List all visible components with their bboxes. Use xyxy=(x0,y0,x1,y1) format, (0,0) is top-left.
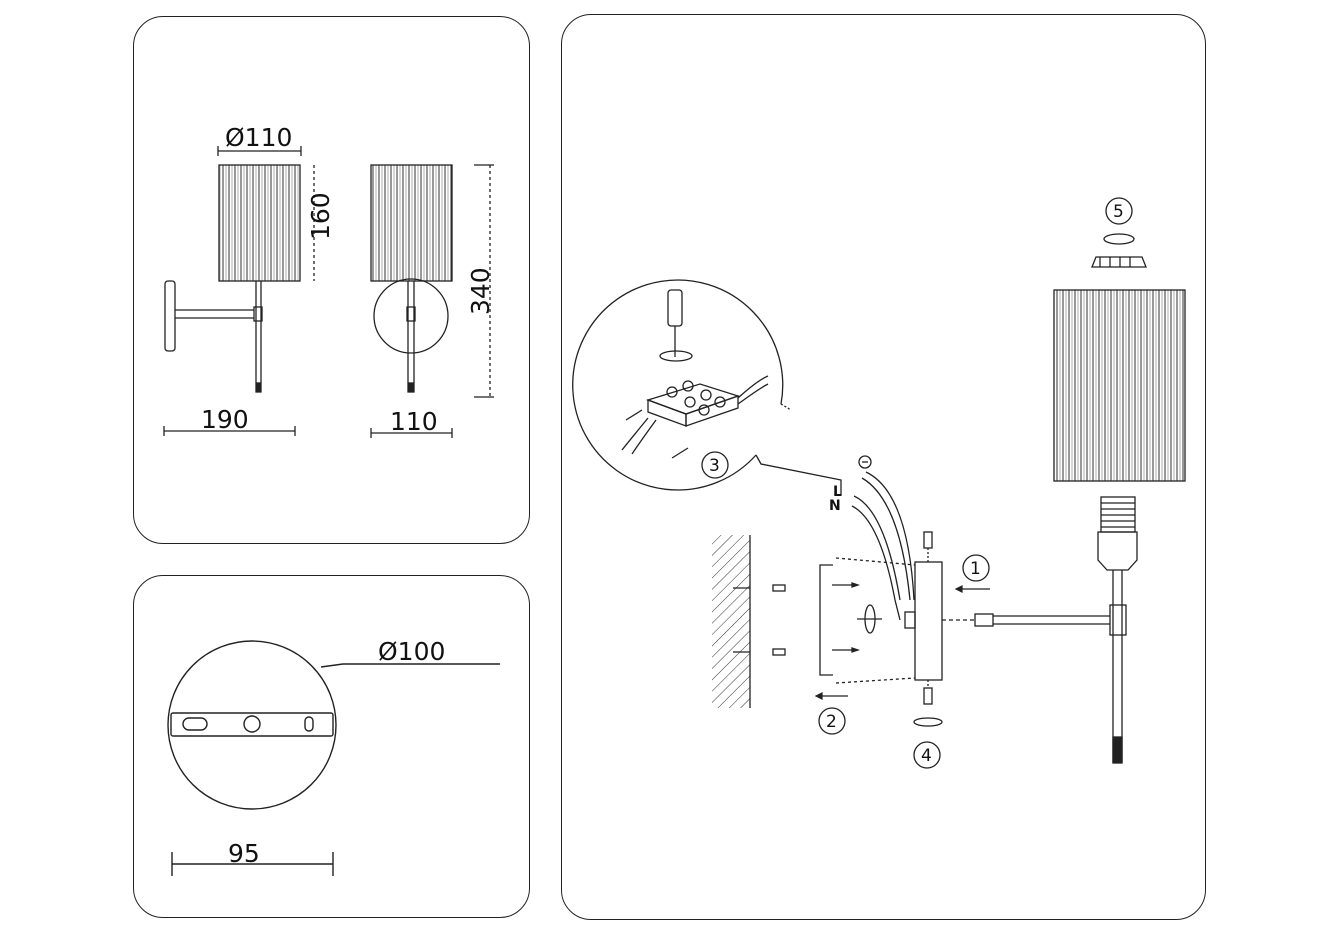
side-wall-plate xyxy=(164,280,176,352)
wiring xyxy=(851,455,915,621)
ground-icon xyxy=(858,455,872,469)
step-2-circle xyxy=(818,707,846,735)
step-4-circle xyxy=(913,741,941,769)
neutral-wire-label: N xyxy=(829,498,841,514)
side-shade xyxy=(218,164,301,282)
front-wall-plate xyxy=(373,278,449,354)
step-2-label: 2 xyxy=(826,712,837,732)
base-plate-panel xyxy=(133,575,530,918)
total-height-label: 340 xyxy=(466,267,495,315)
lamp-shade xyxy=(1053,289,1186,482)
mounting-bar xyxy=(170,712,334,737)
live-wire-label: L xyxy=(833,484,842,500)
step-1-circle xyxy=(962,554,990,582)
wall-hatch xyxy=(712,535,750,708)
step-3-label: 3 xyxy=(709,456,720,476)
hole-spacing-label: 95 xyxy=(228,839,260,868)
front-view xyxy=(370,164,494,438)
front-shade xyxy=(370,164,453,282)
mounting-bracket xyxy=(819,557,916,684)
lamp-body xyxy=(942,496,1138,764)
plate-diameter-label: Ø100 xyxy=(378,637,445,666)
slot-hole-right xyxy=(304,716,314,732)
step-2-arrow xyxy=(814,692,848,700)
rotate-arrow-icon xyxy=(659,350,693,362)
step-3-circle xyxy=(701,451,729,479)
wall-anchors xyxy=(733,584,786,656)
rotate-arrow-icon xyxy=(913,717,943,727)
side-view xyxy=(163,146,315,436)
wall-plate xyxy=(904,531,943,727)
base-plate-circle xyxy=(167,640,337,810)
projection-label: 190 xyxy=(201,405,249,434)
terminal-detail xyxy=(572,279,842,495)
shade-ring xyxy=(1091,233,1147,268)
base-width-label: 110 xyxy=(390,407,438,436)
step-1-arrow xyxy=(954,585,990,593)
step-1-label: 1 xyxy=(970,559,981,579)
step-5-label: 5 xyxy=(1113,202,1124,222)
dimensions-panel xyxy=(133,16,530,544)
step-4-label: 4 xyxy=(921,746,932,766)
terminal-block-icon xyxy=(621,375,769,455)
step-5-circle xyxy=(1105,197,1133,225)
base-plate-drawing xyxy=(167,640,500,876)
shade-height-label: 160 xyxy=(306,192,335,240)
rotate-arrow-icon xyxy=(1103,233,1135,245)
slot-hole-left xyxy=(182,717,208,731)
screwdriver-icon xyxy=(667,289,683,327)
shade-diameter-label: Ø110 xyxy=(225,123,292,152)
center-hole xyxy=(243,715,261,733)
